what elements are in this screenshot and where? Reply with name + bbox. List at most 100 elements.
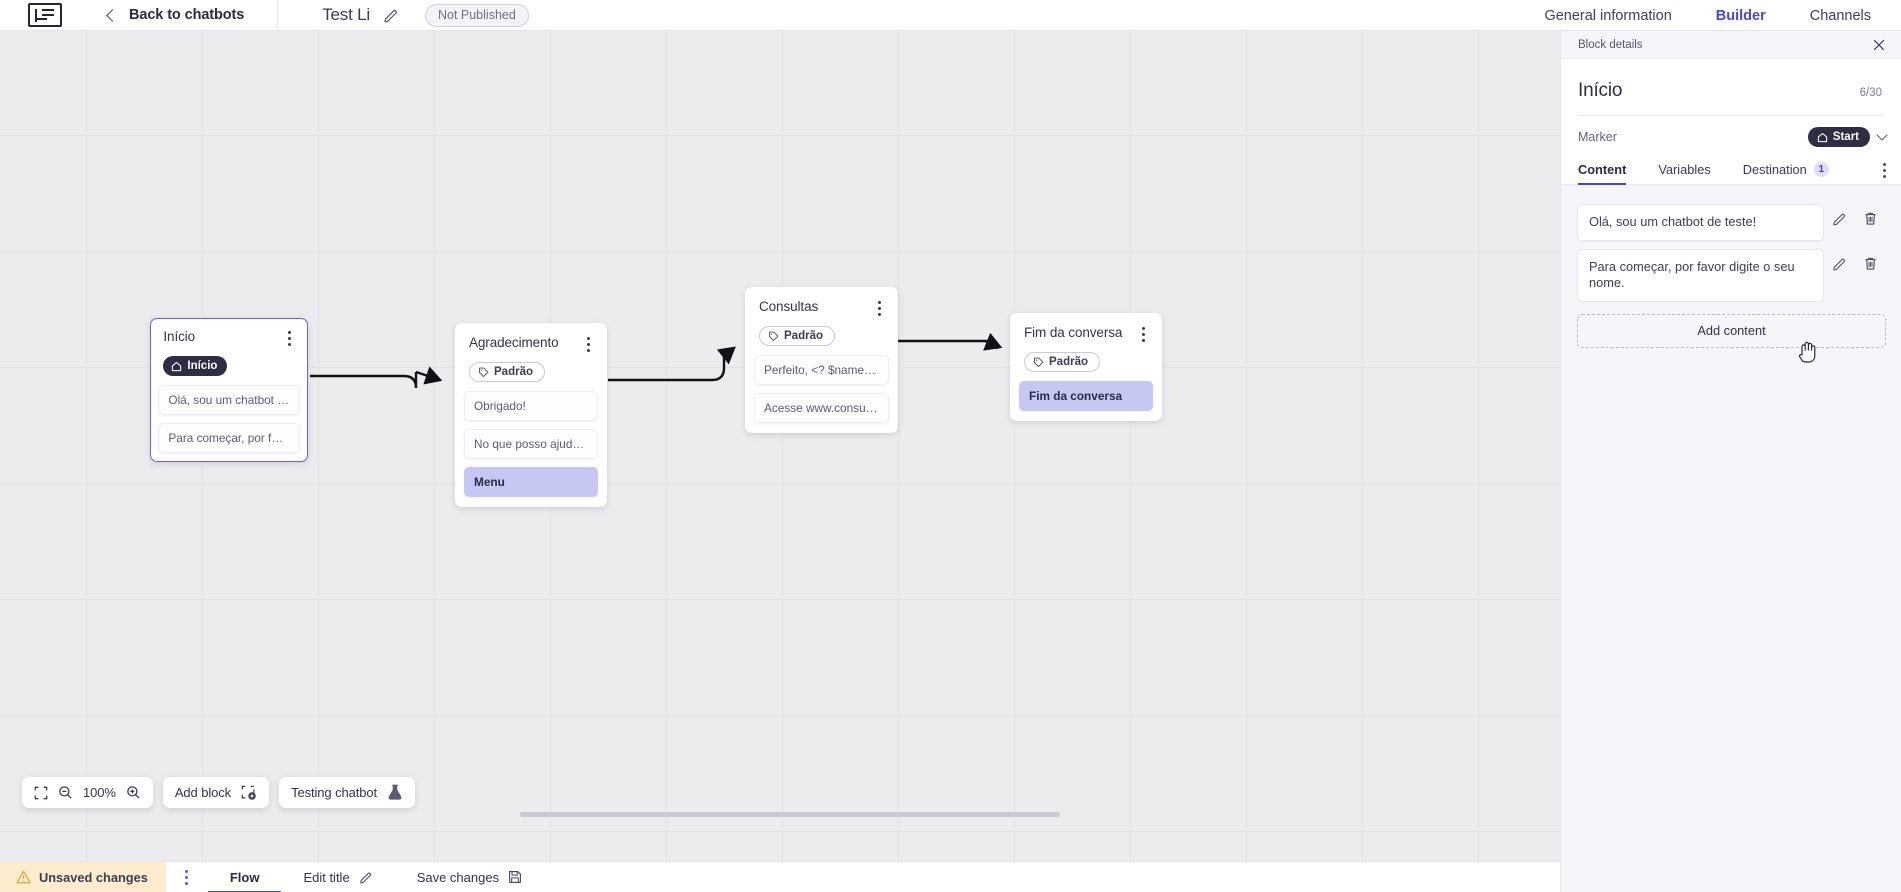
panel-title-row: Início 6/30	[1561, 59, 1901, 102]
pencil-icon[interactable]	[383, 7, 399, 23]
block-marker-label: Padrão	[784, 330, 823, 342]
block-message[interactable]: Fim da conversa	[1019, 380, 1153, 411]
block-marker-label: Padrão	[1049, 356, 1088, 368]
panel-title: Início	[1578, 80, 1623, 101]
divider	[277, 0, 279, 31]
marker-value-badge[interactable]: Start	[1807, 127, 1870, 147]
block-details-panel: Block details Início 6/30 Marker Start	[1560, 31, 1901, 892]
close-icon[interactable]	[1872, 38, 1886, 52]
block-message[interactable]: Para começar, por favor digite o ...	[158, 422, 300, 453]
block-message[interactable]: No que posso ajudar, <? $name ...	[464, 428, 598, 459]
content-text[interactable]: Olá, sou um chatbot de teste!	[1577, 204, 1824, 241]
horizontal-scrollbar[interactable]	[520, 812, 1060, 817]
panel-tabs-menu-icon[interactable]	[1877, 161, 1891, 184]
panel-header: Block details	[1561, 31, 1901, 59]
flow-block-consultas[interactable]: Consultas Padrão Perfeito, <? $name ?>! …	[745, 287, 898, 433]
edit-title-label: Edit title	[303, 869, 350, 885]
add-content-button[interactable]: Add content	[1577, 313, 1886, 348]
flow-connections	[310, 332, 1003, 389]
tab-content[interactable]: Content	[1578, 162, 1627, 185]
statusbar-menu-icon[interactable]	[166, 862, 208, 892]
chevron-down-icon[interactable]	[1876, 129, 1888, 141]
content-list: Olá, sou um chatbot de teste!	[1561, 185, 1901, 892]
block-message[interactable]: Acesse www.consultas.com par...	[754, 392, 889, 423]
tag-icon	[1033, 357, 1044, 367]
block-title: Agradecimento	[469, 335, 559, 350]
add-block-button[interactable]: Add block	[162, 777, 270, 808]
add-block-icon	[241, 785, 256, 800]
flow-block-inicio[interactable]: Início Início Olá, sou um chatbot de tes…	[150, 318, 308, 463]
delete-content-button[interactable]	[1855, 204, 1886, 226]
block-header: Fim da conversa	[1019, 323, 1153, 343]
block-marker-label: Padrão	[494, 366, 533, 378]
block-message[interactable]: Obrigado!	[464, 390, 598, 421]
chevron-left-icon[interactable]	[106, 8, 119, 22]
block-header: Consultas	[754, 297, 889, 317]
block-title: Fim da conversa	[1024, 325, 1123, 340]
flow-block-agradecimento[interactable]: Agradecimento Padrão Obrigado! No que po…	[455, 323, 607, 507]
status-badge: Not Published	[424, 3, 529, 27]
trash-icon	[1865, 257, 1876, 270]
tag-icon	[768, 331, 779, 341]
flow-canvas[interactable]: Início Início Olá, sou um chatbot de tes…	[0, 31, 1560, 861]
block-menu-icon[interactable]	[283, 329, 297, 347]
save-changes-label: Save changes	[416, 869, 500, 885]
flow-block-fim-da-conversa[interactable]: Fim da conversa Padrão Fim da conversa	[1010, 313, 1162, 421]
back-to-chatbots-link[interactable]: Back to chatbots	[129, 7, 245, 23]
block-marker-label: Início	[187, 360, 218, 373]
canvas-toolbar: 100% Add block Testing chatbot	[22, 777, 416, 808]
zoom-controls[interactable]: 100%	[22, 777, 153, 808]
block-message-menu[interactable]: Menu	[464, 466, 598, 497]
home-icon	[1817, 132, 1827, 142]
pencil-icon	[1833, 213, 1845, 226]
testing-chatbot-button[interactable]: Testing chatbot	[279, 777, 416, 808]
zoom-out-icon[interactable]	[58, 785, 73, 800]
chatbot-name: Test Li	[322, 5, 370, 24]
marker-control[interactable]: Start	[1807, 127, 1888, 147]
block-menu-icon[interactable]	[872, 299, 886, 317]
save-changes-button[interactable]: Save changes	[395, 862, 544, 892]
block-marker-badge: Padrão	[469, 362, 545, 382]
block-menu-icon[interactable]	[581, 335, 595, 353]
block-marker-badge: Padrão	[1024, 352, 1100, 372]
tab-channels[interactable]: Channels	[1809, 8, 1871, 24]
content-text[interactable]: Para começar, por favor digite o seu nom…	[1577, 248, 1824, 302]
block-message[interactable]: Perfeito, <? $name ?>!	[754, 354, 889, 385]
content-item: Para começar, por favor digite o seu nom…	[1577, 248, 1886, 302]
block-marker-badge: Início	[163, 356, 228, 377]
block-marker-badge: Padrão	[759, 326, 835, 346]
home-icon	[172, 361, 182, 372]
panel-tabs: Content Variables Destination 1	[1561, 161, 1901, 185]
marker-value-label: Start	[1832, 131, 1859, 143]
zoom-in-icon[interactable]	[126, 785, 141, 800]
flow-label: Flow	[229, 869, 260, 885]
tab-destination[interactable]: Destination 1	[1743, 162, 1829, 184]
divider	[1578, 115, 1884, 116]
tab-general-information[interactable]: General information	[1544, 8, 1672, 24]
block-title: Consultas	[759, 299, 819, 314]
delete-content-button[interactable]	[1855, 249, 1886, 271]
block-menu-icon[interactable]	[1136, 325, 1150, 343]
pencil-icon	[1833, 258, 1845, 271]
tab-variables-label: Variables	[1658, 162, 1711, 177]
edit-content-button[interactable]	[1824, 204, 1855, 226]
zoom-level: 100%	[83, 785, 116, 800]
block-title: Início	[163, 329, 196, 345]
add-block-label: Add block	[174, 785, 232, 800]
fit-to-screen-icon[interactable]	[34, 786, 48, 800]
chatbot-logo-icon	[28, 3, 62, 27]
content-item: Olá, sou um chatbot de teste!	[1577, 204, 1886, 241]
testing-chatbot-label: Testing chatbot	[291, 785, 378, 800]
statusbar-tab-flow[interactable]: Flow	[207, 862, 282, 892]
unsaved-changes-label: Unsaved changes	[39, 869, 148, 885]
panel-body: Início 6/30 Marker Start	[1561, 59, 1901, 892]
marker-label: Marker	[1578, 130, 1617, 144]
tab-destination-label: Destination	[1742, 162, 1807, 177]
block-message[interactable]: Olá, sou um chatbot de teste!	[158, 384, 300, 415]
tab-variables[interactable]: Variables	[1658, 162, 1710, 184]
tab-builder[interactable]: Builder	[1716, 8, 1766, 31]
warning-triangle-icon	[16, 870, 31, 884]
edit-content-button[interactable]	[1824, 249, 1855, 271]
edit-title-button[interactable]: Edit title	[281, 862, 394, 892]
unsaved-changes-indicator: Unsaved changes	[0, 862, 166, 892]
